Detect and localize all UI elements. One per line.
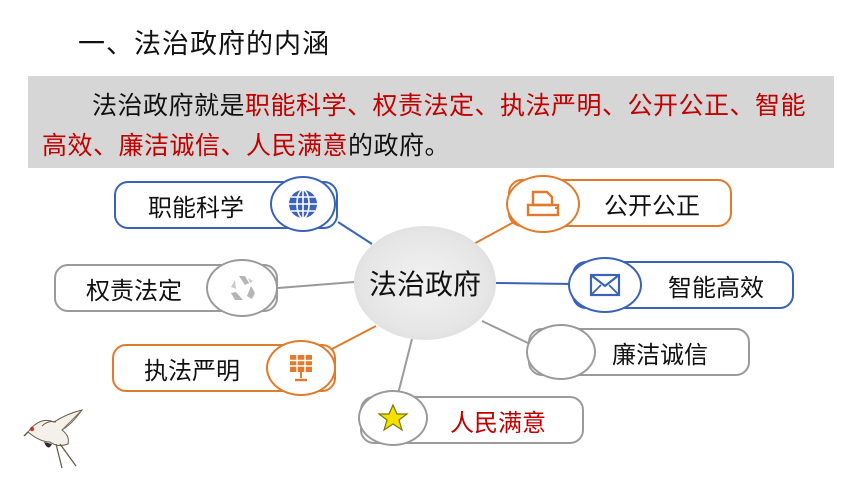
connector-n1 [337, 221, 373, 245]
node-label: 智能高效 [668, 273, 764, 302]
connector-n4 [495, 282, 573, 285]
crane-decoration-icon [23, 409, 84, 469]
solar-panel-icon [266, 340, 336, 396]
center-label: 法治政府 [368, 268, 481, 301]
printer-icon [506, 175, 580, 233]
node-label: 公开公正 [604, 191, 700, 220]
page-title: 一、法治政府的内涵 [78, 29, 330, 60]
definition-box: 法治政府就是职能科学、权责法定、执法严明、公开公正、智能高效、廉洁诚信、人民满意… [28, 76, 834, 168]
connector-n7 [397, 338, 413, 395]
connector-n2 [469, 221, 515, 247]
node-label: 执法严明 [144, 356, 240, 385]
recycle-icon [206, 259, 278, 317]
connector-n5 [329, 325, 377, 351]
connector-n3 [277, 281, 355, 289]
mail-icon [568, 257, 642, 313]
globe-icon [270, 176, 336, 232]
definition-highlight: 职能科学、权责法定、执法严明、公开公正、智能高效、廉洁诚信、人民满意 [42, 91, 807, 160]
connector-n6 [481, 320, 529, 344]
definition-intro: 法治政府就是 [92, 91, 246, 120]
node-label: 权责法定 [86, 276, 182, 305]
definition-text: 法治政府就是职能科学、权责法定、执法严明、公开公正、智能高效、廉洁诚信、人民满意… [28, 76, 834, 166]
star-icon [358, 390, 428, 446]
node-label: 廉洁诚信 [612, 340, 708, 369]
node-label: 人民满意 [450, 408, 546, 437]
blank-circle-icon [526, 324, 596, 380]
definition-outro: 的政府。 [348, 131, 451, 160]
node-label: 职能科学 [148, 193, 244, 222]
center-node: 法治政府 [354, 226, 496, 340]
